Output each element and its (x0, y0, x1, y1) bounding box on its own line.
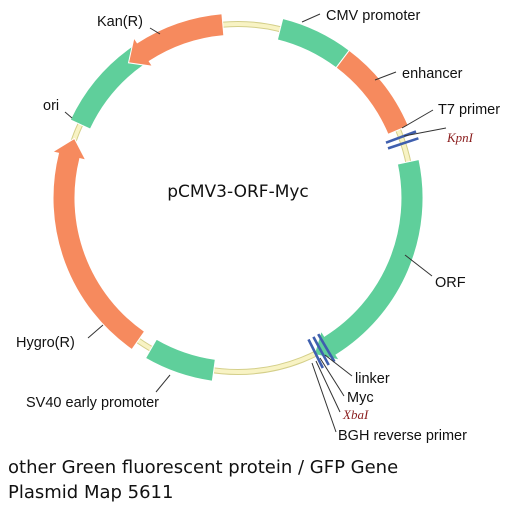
bgh-leader-line (311, 362, 337, 433)
kpni-label: KpnI (446, 130, 474, 145)
map-caption: other Green fluorescent protein / GFP Ge… (8, 455, 508, 505)
cmv-leader-line (301, 13, 321, 23)
kan-leader-line (149, 27, 161, 35)
caption-line-1: other Green fluorescent protein / GFP Ge… (8, 457, 399, 478)
hygro-r-label: Hygro(R) (16, 335, 75, 351)
linker-label: linker (355, 371, 390, 387)
ticks-linker-tick (312, 336, 330, 366)
sv40-early-promoter-arc (144, 338, 216, 382)
enhancer-arc (335, 49, 409, 135)
bgh-reverse-primer-label: BGH reverse primer (338, 428, 467, 444)
myc-label: Myc (347, 390, 374, 406)
linker-myc-xbai-site-marker (307, 333, 336, 369)
orf-arrow (313, 158, 424, 361)
myc-leader-line (319, 357, 345, 397)
sv40-early-promoter-label: SV40 early promoter (26, 395, 159, 411)
t7-leader-line (401, 109, 434, 129)
kan-r-label: Kan(R) (97, 14, 143, 30)
ticks-t7-tick (385, 130, 417, 144)
sv40-leader-line (155, 374, 171, 393)
leader-lines (64, 13, 447, 433)
ticks-linker-tick (307, 338, 324, 369)
ori-leader-line (64, 111, 73, 119)
kan-r-arrow (127, 13, 225, 67)
xbai-leader-line (315, 360, 341, 413)
t7-primer-label: T7 primer (438, 102, 500, 118)
orf-leader-line (404, 254, 433, 277)
caption-line-2: Plasmid Map 5611 (8, 482, 174, 503)
enhancer-label: enhancer (402, 66, 463, 82)
ticks-linker-tick (317, 333, 336, 363)
t7-kpni-site-marker (385, 130, 419, 150)
enhancer-leader-line (374, 71, 397, 81)
cmv-promoter-arc (276, 17, 351, 69)
ori-label: ori (43, 98, 59, 114)
plasmid-name: pCMV3-ORF-Myc (167, 182, 309, 202)
orf-label: ORF (435, 275, 466, 291)
xbai-label: XbaI (342, 407, 369, 422)
ticks-t7-tick (387, 137, 419, 150)
cmv-promoter-label: CMV promoter (326, 8, 420, 24)
hygro-leader-line (87, 324, 104, 339)
hygro-r-arrow (51, 137, 146, 351)
linker-leader-line (324, 354, 353, 377)
kpni-leader-line (403, 127, 447, 137)
